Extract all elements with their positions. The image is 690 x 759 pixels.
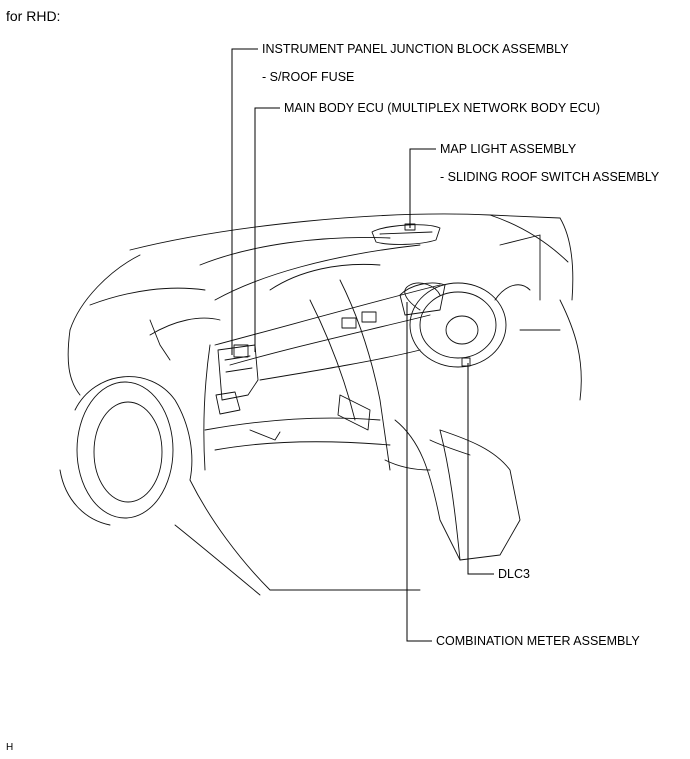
- label-sroof-fuse: - S/ROOF FUSE: [262, 70, 355, 84]
- label-dlc3: DLC3: [498, 567, 530, 581]
- label-instrument-panel-junction-block: INSTRUMENT PANEL JUNCTION BLOCK ASSEMBLY: [262, 42, 569, 56]
- map-light-drawing: [371, 223, 441, 245]
- junction-block-and-ecu-drawing: [215, 344, 259, 415]
- leader-map-light: [409, 148, 436, 228]
- dlc3-connector-drawing: [461, 357, 471, 367]
- leader-dlc3: [467, 363, 494, 575]
- label-main-body-ecu: MAIN BODY ECU (MULTIPLEX NETWORK BODY EC…: [284, 101, 601, 115]
- diagram-heading: for RHD:: [6, 8, 61, 24]
- leader-lines: [231, 48, 494, 642]
- leader-instrument-panel-jb: [231, 48, 258, 355]
- car-body-outline: [59, 213, 582, 596]
- label-combination-meter: COMBINATION METER ASSEMBLY: [436, 634, 640, 648]
- leader-main-body-ecu: [254, 107, 280, 352]
- label-sliding-roof-switch: - SLIDING ROOF SWITCH ASSEMBLY: [440, 170, 660, 184]
- label-map-light-assembly: MAP LIGHT ASSEMBLY: [440, 142, 577, 156]
- figure-code: H: [6, 742, 14, 753]
- leader-combination-meter: [406, 302, 432, 642]
